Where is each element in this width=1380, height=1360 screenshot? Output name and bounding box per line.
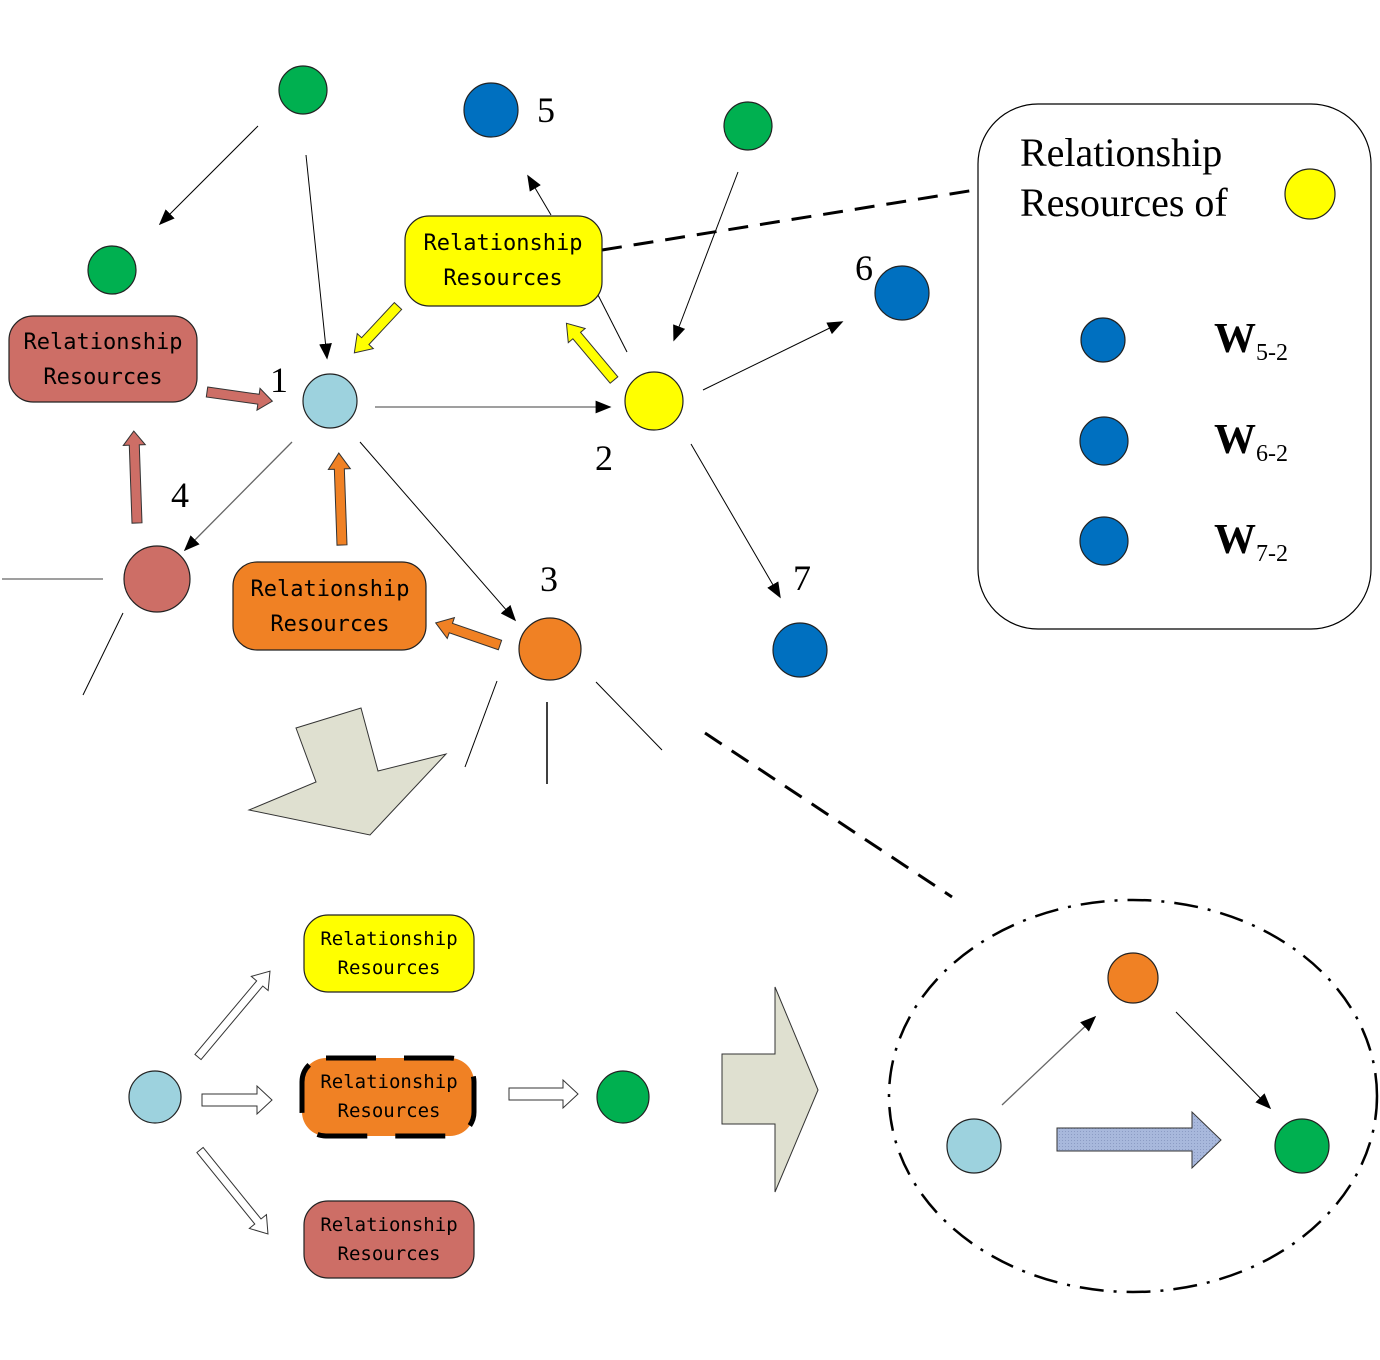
edge-node1-to-node4 bbox=[183, 441, 293, 552]
bottom-box-red: Relationship Resources bbox=[303, 1200, 475, 1279]
node-labels: 1 2 3 4 5 6 7 bbox=[171, 90, 873, 599]
yellow-arrow-to-yellowbox bbox=[565, 322, 619, 384]
node-5 bbox=[463, 82, 519, 138]
edge-yellowbox-to-node5 bbox=[527, 174, 552, 216]
edge-node4-stub-down bbox=[82, 612, 124, 696]
resource-box-yellow-line1: Relationship bbox=[424, 231, 583, 256]
legend-node-7 bbox=[1079, 516, 1129, 566]
legend-weight-7-2: W7-2 bbox=[1214, 517, 1288, 567]
resource-box-red-line1: Relationship bbox=[24, 330, 183, 355]
edge-inset-orange-to-green bbox=[1175, 1011, 1272, 1110]
node-3-label: 3 bbox=[540, 559, 558, 599]
node-1-label: 1 bbox=[270, 360, 288, 400]
bottom-box-yellow-line1: Relationship bbox=[320, 928, 457, 950]
node-7-label: 7 bbox=[793, 558, 811, 598]
bottom-target-node bbox=[596, 1070, 650, 1124]
node-green-top bbox=[278, 65, 328, 115]
resource-flow-arrows bbox=[122, 301, 619, 651]
edge-node2-to-yellowbox bbox=[597, 294, 628, 353]
node-green-left bbox=[87, 245, 137, 295]
legend-title-line2: Resources of bbox=[1020, 180, 1228, 225]
edge-inset-blue-to-orange bbox=[1001, 1015, 1097, 1106]
hollow-arrow-to-green bbox=[508, 1078, 579, 1110]
transition-arrow-down-icon bbox=[247, 707, 448, 836]
node-4-label: 4 bbox=[171, 475, 189, 515]
node-5-label: 5 bbox=[537, 90, 555, 130]
node-2-label: 2 bbox=[595, 438, 613, 478]
resource-box-yellow: Relationship Resources bbox=[404, 215, 603, 307]
hollow-arrow-to-red bbox=[196, 1146, 269, 1235]
bottom-source-node bbox=[128, 1070, 182, 1124]
legend-panel: Relationship Resources of W5-2 W6-2 W7-2 bbox=[977, 103, 1372, 630]
network-edges bbox=[2, 125, 844, 784]
inset-node-orange bbox=[1107, 952, 1159, 1004]
resource-box-orange-line2: Resources bbox=[270, 612, 389, 637]
legend-node-6 bbox=[1079, 416, 1129, 466]
orange-arrow-to-node1 bbox=[327, 452, 352, 546]
edge-green-top-to-node1 bbox=[305, 154, 332, 360]
resource-box-orange: Relationship Resources bbox=[232, 561, 427, 651]
hollow-arrow-to-orange bbox=[201, 1084, 273, 1116]
inset-node-green bbox=[1274, 1118, 1330, 1174]
bottom-box-red-line1: Relationship bbox=[320, 1214, 457, 1236]
edge-node3-stub-3 bbox=[595, 681, 663, 751]
legend-title-line1: Relationship bbox=[1020, 130, 1222, 175]
dashed-link-yellowbox-to-legend bbox=[601, 188, 976, 252]
red-arrow-to-node1 bbox=[205, 386, 274, 412]
bottom-box-orange-line1: Relationship bbox=[320, 1071, 457, 1093]
dashed-link-node3-to-zoom bbox=[704, 731, 953, 899]
edge-node1-to-node3 bbox=[359, 441, 517, 622]
yellow-arrow-to-node1 bbox=[353, 301, 403, 354]
node-6 bbox=[874, 265, 930, 321]
node-6-label: 6 bbox=[855, 248, 873, 288]
resource-box-red: Relationship Resources bbox=[8, 315, 198, 403]
edge-node3-stub-1 bbox=[464, 680, 498, 768]
legend-weight-6-2: W6-2 bbox=[1214, 417, 1288, 467]
node-7 bbox=[772, 622, 828, 678]
triadic-closure-inset bbox=[887, 898, 1379, 1294]
bottom-box-yellow: Relationship Resources bbox=[303, 914, 475, 993]
bottom-box-red-line2: Resources bbox=[338, 1243, 441, 1265]
edge-node2-to-node7 bbox=[690, 443, 781, 599]
bottom-box-orange-line2: Resources bbox=[338, 1100, 441, 1122]
hollow-arrow-to-yellow bbox=[194, 970, 271, 1061]
resource-box-orange-line1: Relationship bbox=[251, 577, 410, 602]
bottom-flow: Relationship Resources Relationship Reso… bbox=[128, 914, 650, 1279]
orange-arrow-to-orangebox bbox=[434, 616, 503, 651]
resource-box-red-line2: Resources bbox=[43, 365, 162, 390]
network-nodes bbox=[87, 65, 930, 681]
legend-weight-5-2: W5-2 bbox=[1214, 316, 1288, 366]
resource-box-yellow-line2: Resources bbox=[443, 266, 562, 291]
edge-green-top-to-green-left bbox=[158, 125, 259, 226]
legend-node-2-yellow bbox=[1284, 168, 1336, 220]
inset-strong-arrow bbox=[1056, 1110, 1222, 1170]
node-4 bbox=[123, 545, 191, 613]
edge-node2-to-node6 bbox=[702, 321, 844, 391]
node-3 bbox=[518, 617, 582, 681]
bottom-box-orange-highlighted: Relationship Resources bbox=[299, 1055, 477, 1139]
bottom-box-yellow-line2: Resources bbox=[338, 957, 441, 979]
transition-arrow-right-icon bbox=[721, 986, 819, 1193]
node-1 bbox=[302, 373, 358, 429]
legend-node-5 bbox=[1080, 317, 1126, 363]
node-2 bbox=[624, 371, 684, 431]
node-green-right bbox=[723, 101, 773, 151]
red-arrow-up-from-node4 bbox=[122, 430, 147, 524]
edge-green-right-to-node2 bbox=[673, 171, 739, 342]
inset-node-blue bbox=[946, 1118, 1002, 1174]
